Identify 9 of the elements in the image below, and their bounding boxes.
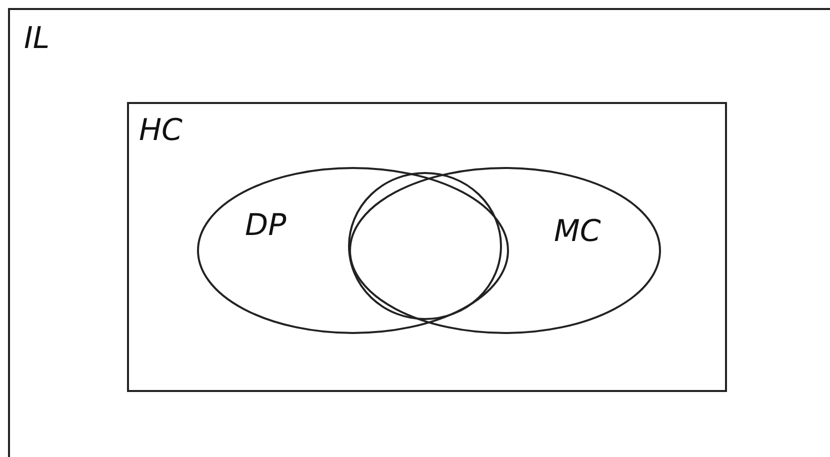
set-label: DP bbox=[245, 211, 286, 241]
set-label: IL bbox=[24, 24, 50, 54]
set-ellipse bbox=[197, 167, 509, 334]
inner-rectangle bbox=[127, 102, 727, 392]
overlap-circle bbox=[348, 172, 502, 320]
set-label: MC bbox=[554, 217, 601, 247]
set-ellipse bbox=[349, 167, 661, 334]
set-label: HC bbox=[139, 116, 183, 146]
outer-panel bbox=[8, 8, 830, 457]
